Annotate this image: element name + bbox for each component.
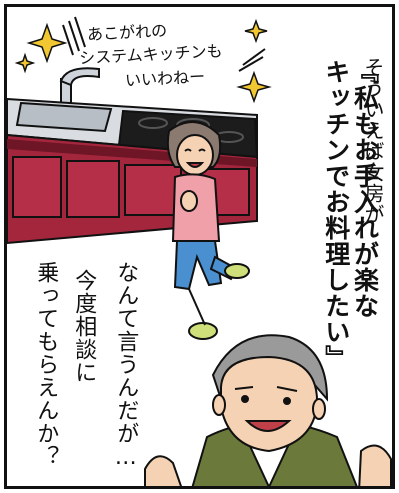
narration-line-2: 『私もお手入れが楽な bbox=[350, 59, 380, 319]
wife-character bbox=[166, 121, 250, 340]
speech-line-2: 今度相談に bbox=[71, 269, 97, 384]
sparkle-icon bbox=[26, 22, 68, 64]
speech-line-3: 乗ってもらえんか？ bbox=[33, 261, 59, 468]
narration-line-3: キッチンでお料理したい』 bbox=[321, 59, 351, 371]
kitchen-illustration bbox=[7, 16, 392, 486]
husband-character bbox=[144, 334, 392, 486]
sparkle-icon bbox=[14, 52, 36, 74]
wife-thought-line-3: いいわねー bbox=[124, 66, 206, 91]
narration-line-1: そういえば女房が bbox=[361, 57, 385, 225]
narration-quote: 『私もお手入れが楽な キッチンでお料理したい』 bbox=[321, 59, 380, 371]
sink bbox=[15, 101, 113, 133]
speech-line-1: なんて言うんだが… bbox=[113, 261, 139, 471]
comic-panel: あこがれの システムキッチンも いいわねー そういえば女房が 『私もお手入れが楽… bbox=[4, 4, 395, 489]
sparkle-icon bbox=[244, 18, 268, 44]
sparkle-icon bbox=[236, 70, 272, 104]
